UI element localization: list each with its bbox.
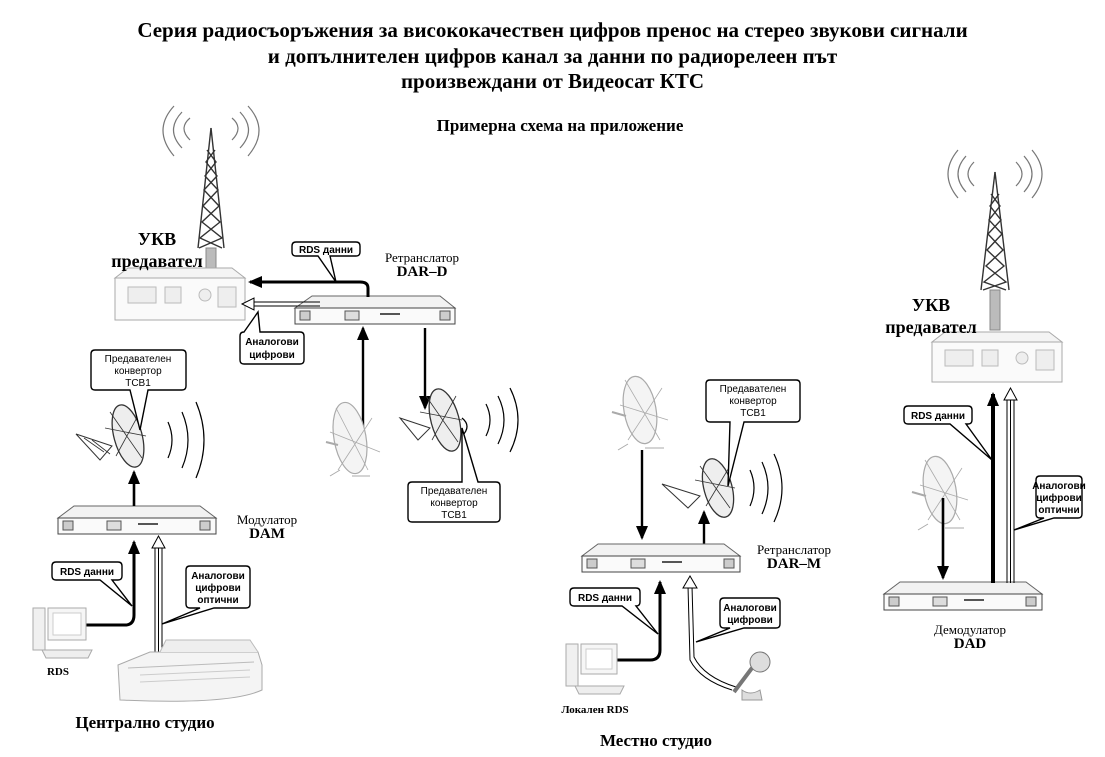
callout-analog-dad-l1: Аналогови (1032, 481, 1086, 492)
callout-analog-dam-l1: Аналогови (191, 571, 245, 582)
callout-analog-dad-l2: цифрови (1036, 492, 1082, 504)
dam-line2: DAM (249, 526, 285, 542)
callout-tcb-left-l3: TCB1 (125, 378, 151, 389)
darm-rds-line (615, 580, 666, 662)
local-rds-label: Локален RDS (561, 704, 629, 716)
dar-d-line1: Ретранслатор (384, 250, 460, 265)
dad-rack-icon (882, 581, 1044, 611)
callout-tcb-mid-l1: Предавателен (421, 486, 488, 497)
dam-rack-icon (56, 505, 218, 535)
callout-rds-dad: RDS данни (903, 405, 993, 461)
dish-receive-darm-icon (611, 375, 669, 451)
transmitter-left-icon (113, 267, 247, 321)
dad-label: Демодулатор DAD (920, 622, 1020, 652)
callout-rds-darm-text: RDS данни (578, 593, 632, 604)
darm-analog-line (682, 575, 737, 691)
dar-d-label: Ретранслатор DAR–D (372, 250, 472, 280)
computer-local-rds-icon (565, 643, 625, 695)
dam-line1: Модулатор (236, 512, 298, 527)
callout-analog-top: Аналогови цифрови (239, 310, 305, 365)
callout-analog-top-l2: цифрови (249, 349, 295, 361)
ukv-left-line1: УКВ (137, 229, 177, 249)
callout-rds-top-text: RDS данни (299, 245, 353, 256)
callout-tcb-mid-l3: TCB1 (441, 510, 467, 521)
diagram-subtitle: Примерна схема на приложение (436, 116, 684, 135)
callout-analog-dad: Аналогови цифрови оптични (1013, 475, 1086, 531)
callout-rds-dam: RDS данни (51, 561, 133, 607)
transmitter-right-icon (930, 331, 1064, 383)
title-line-1: Серия радиосъоръжения за висококачествен… (137, 18, 968, 42)
central-studio-label: Централно студио (75, 713, 215, 732)
callout-tcb-mid-l2: конвертор (430, 498, 478, 509)
callout-analog-dad-l3: оптични (1038, 505, 1079, 516)
dar-m-label: Ретранслатор DAR–M (744, 542, 844, 572)
computer-rds-left-icon (32, 607, 93, 659)
callout-tcb-left-l1: Предавателен (105, 354, 172, 365)
tower-left-icon (162, 105, 260, 277)
rds-left-label: RDS (46, 666, 69, 678)
dish-receive-dard-icon (325, 401, 381, 477)
dar-m-rack-icon (580, 543, 742, 573)
callout-analog-dam-l2: цифрови (195, 582, 241, 594)
callout-tcb-right: Предавателен конвертор TCB1 (705, 379, 801, 487)
dish-transmit-darm-icon (661, 453, 783, 523)
ukv-right-line1: УКВ (911, 295, 951, 315)
dish-receive-dad-icon (911, 455, 969, 531)
microphone-icon (732, 651, 771, 701)
callout-tcb-left: Предавателен конвертор TCB1 (90, 349, 187, 431)
dad-line1: Демодулатор (933, 622, 1007, 637)
dar-d-rack-icon (293, 295, 457, 325)
dar-m-line2: DAR–M (766, 556, 822, 572)
dad-line2: DAD (953, 636, 987, 652)
local-studio-label: Местно студио (599, 731, 712, 750)
callout-tcb-right-l3: TCB1 (740, 408, 766, 419)
title-line-2: и допълнителен цифров канал за данни по … (267, 44, 838, 68)
dish-transmit-dard-icon (398, 387, 519, 453)
callout-rds-dad-text: RDS данни (911, 411, 965, 422)
callout-analog-darm-l1: Аналогови (723, 603, 777, 614)
tower-right-icon (947, 149, 1043, 331)
callout-analog-top-l1: Аналогови (245, 337, 299, 348)
dish-left-icon (75, 401, 205, 479)
callout-rds-darm: RDS данни (569, 587, 659, 635)
dam-rds-line (85, 540, 140, 627)
callout-analog-darm: Аналогови цифрови (695, 597, 781, 643)
callout-analog-dam: Аналогови цифрови оптични (161, 565, 251, 625)
ukv-left-line2: предавател (111, 251, 203, 271)
dam-label: Модулатор DAM (222, 512, 312, 542)
callout-rds-top: RDS данни (291, 241, 361, 283)
ukv-right-line2: предавател (885, 317, 977, 337)
callout-tcb-right-l1: Предавателен (720, 384, 787, 395)
dam-analog-line (151, 534, 166, 655)
dad-analog-line (1003, 386, 1018, 583)
dar-d-line2: DAR–D (396, 264, 448, 280)
callout-tcb-mid: Предавателен конвертор TCB1 (407, 427, 501, 523)
ukv-right-label: УКВ предавател (866, 294, 996, 338)
ukv-left-label: УКВ предавател (92, 228, 222, 272)
callout-tcb-left-l2: конвертор (114, 366, 162, 377)
callout-tcb-right-l2: конвертор (729, 396, 777, 407)
callout-analog-dam-l3: оптични (197, 595, 238, 606)
callout-analog-darm-l2: цифрови (727, 614, 773, 626)
callout-rds-dam-text: RDS данни (60, 567, 114, 578)
dar-d-rds-line (248, 276, 370, 297)
title-line-3: произвеждани от Видеосат КТС (400, 69, 705, 93)
dar-m-line1: Ретранслатор (756, 542, 832, 557)
dar-d-analog-line (240, 297, 320, 311)
mixing-console-icon (117, 639, 263, 702)
